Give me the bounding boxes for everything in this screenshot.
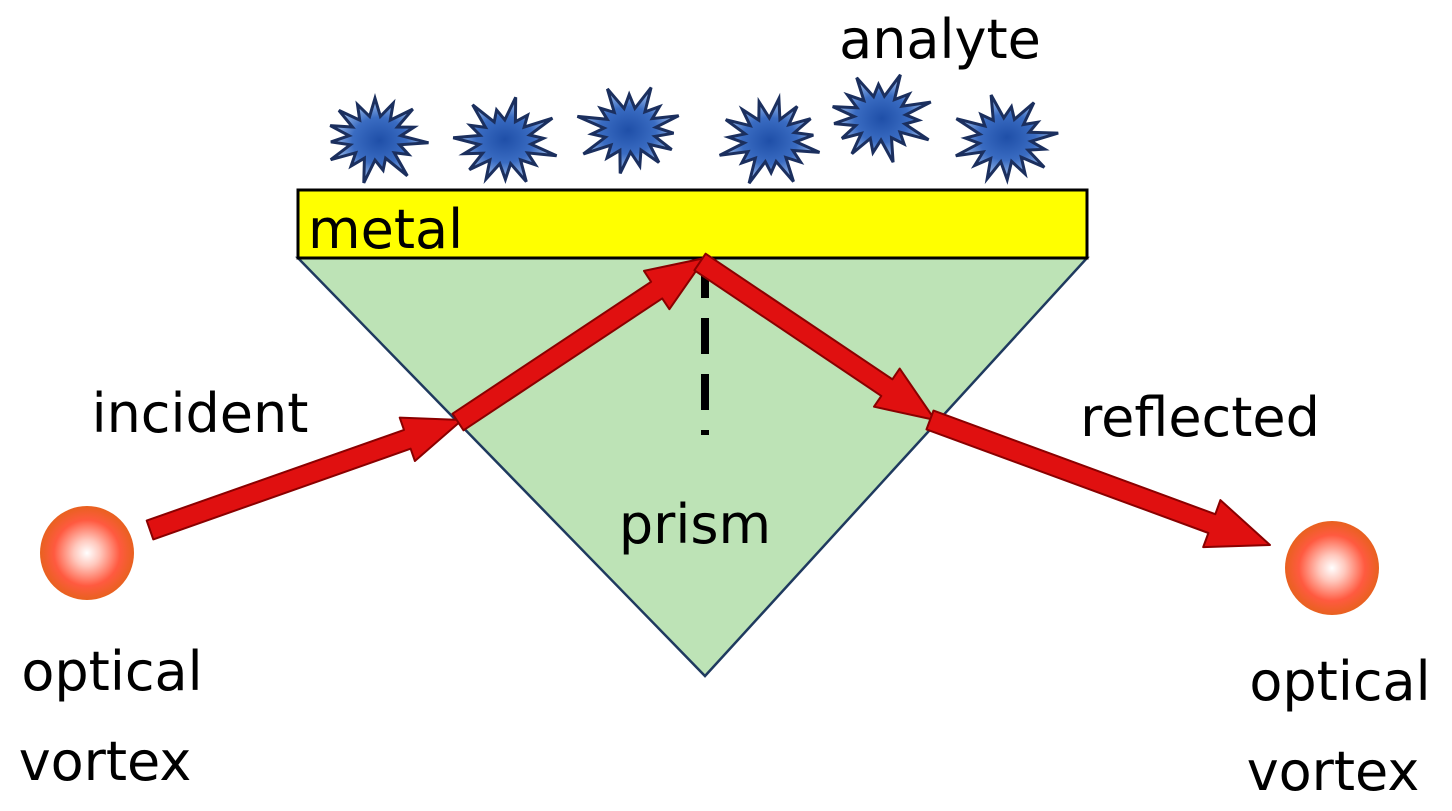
detector-label-line1: optical	[1249, 650, 1430, 713]
analyte-star-icon	[718, 92, 821, 185]
source-label-line1: optical	[21, 640, 202, 703]
refracted-in-beam-arrow	[451, 257, 706, 432]
source-vortex-icon	[40, 506, 134, 600]
detector-label-line2: vortex	[1247, 740, 1420, 803]
analyte-star-icon	[576, 86, 680, 174]
prism-shape	[295, 256, 1090, 678]
prism-label: prism	[619, 493, 771, 556]
metal-layer	[296, 188, 1089, 260]
reflected-beam-arrow	[925, 409, 1271, 549]
analyte-group	[329, 73, 1059, 185]
metal-label: metal	[308, 198, 463, 261]
analyte-star-icon	[452, 96, 558, 185]
analyte-star-icon	[329, 93, 429, 184]
incident-beam-arrow	[145, 416, 463, 541]
incident-label: incident	[92, 382, 309, 445]
reflected-label: reflected	[1080, 386, 1320, 449]
analyte-star-icon	[955, 94, 1059, 185]
refracted-out-beam-arrow	[693, 252, 936, 421]
analyte-label: analyte	[839, 8, 1041, 71]
source-label-line2: vortex	[19, 730, 192, 793]
detector-vortex-icon	[1285, 521, 1379, 615]
analyte-star-icon	[832, 73, 932, 163]
beam-group	[145, 252, 1271, 549]
